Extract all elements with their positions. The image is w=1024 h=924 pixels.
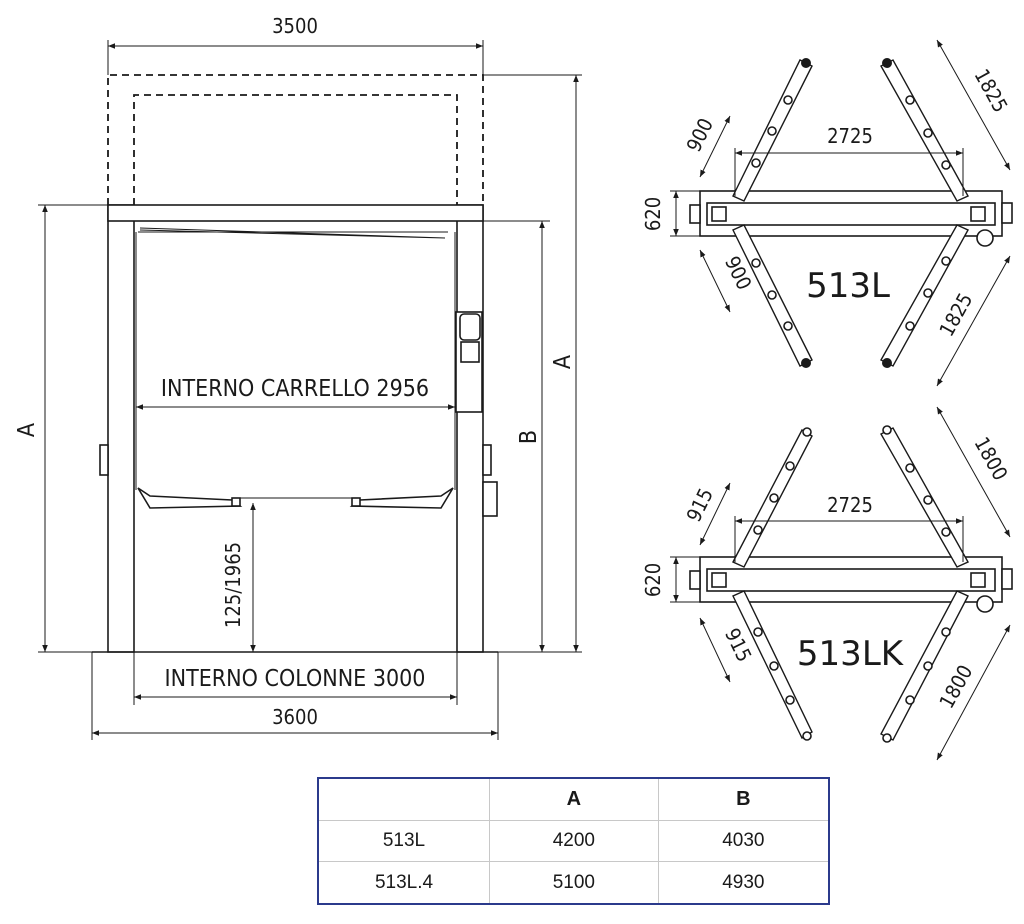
- table-cell-model: 513L: [318, 819, 490, 863]
- table-row: 513L.4 5100 4930: [318, 861, 829, 904]
- arm-short-top-513lk: [732, 427, 813, 568]
- top-view-513lk: 2725 620 915 915 1800 1800 513LK: [641, 406, 1013, 761]
- dim-height-a-left-label: A: [14, 423, 40, 437]
- top-beam: [107, 204, 484, 222]
- dim-width-base-label: 3600: [272, 705, 318, 729]
- dim-pad-height-label: 125/1965: [221, 542, 245, 628]
- carriage-depth-513l-label: 620: [641, 197, 665, 231]
- model-label-513lk: 513LK: [797, 634, 905, 674]
- dashed-extension: [107, 74, 484, 205]
- dim-height-b-label: B: [516, 430, 542, 444]
- arm-short-top-513l-label: 900: [681, 114, 718, 155]
- dim-height-b: B: [483, 220, 550, 652]
- dim-interno-colonne: INTERNO COLONNE 3000: [133, 652, 458, 705]
- arm-long-bottom-513lk-label: 1800: [934, 661, 977, 713]
- spec-table-header-b: B: [657, 778, 829, 821]
- table-row: 513L 4200 4030: [318, 819, 829, 863]
- top-view-513l: 2725 620 900 900 1825 1825 513L: [641, 39, 1013, 387]
- table-cell-b: 4930: [657, 861, 829, 904]
- left-column: [99, 204, 135, 653]
- front-view: 3500 A A B INTERNO CARRELLO 2956: [14, 14, 582, 740]
- table-cell-b: 4030: [657, 819, 829, 863]
- table-cell-a: 5100: [489, 861, 659, 904]
- arm-long-top-513l: [880, 58, 969, 202]
- dim-width-base: 3600: [91, 652, 499, 740]
- arm-short-top-513l: [732, 58, 813, 202]
- model-label-513l: 513L: [806, 266, 890, 306]
- spec-table-header-row: A B: [318, 778, 829, 821]
- right-column: [456, 204, 498, 653]
- span-513l-label: 2725: [827, 124, 873, 148]
- span-513lk-label: 2725: [827, 493, 873, 517]
- dim-interno-carrello: INTERNO CARRELLO 2956: [136, 376, 455, 410]
- spec-table-header-a: A: [489, 778, 659, 821]
- arm-short-bottom-513lk: [732, 590, 813, 741]
- table-cell-a: 4200: [489, 819, 659, 863]
- motor-unit: [455, 311, 483, 413]
- table-cell-model: 513L.4: [318, 861, 490, 904]
- dim-height-a-right-label: A: [550, 355, 576, 369]
- dim-width-top: 3500: [107, 14, 484, 75]
- spec-table-header-model: [318, 778, 490, 821]
- arm-long-top-513lk: [880, 425, 969, 568]
- lift-arms-front: [137, 487, 454, 509]
- arm-short-bottom-513l: [732, 224, 813, 368]
- arm-long-bottom-513l-label: 1825: [934, 289, 977, 341]
- dim-interno-colonne-label: INTERNO COLONNE 3000: [165, 666, 426, 692]
- dim-height-a-right: A: [483, 74, 582, 653]
- dim-pad-height: 125/1965: [221, 503, 256, 652]
- dim-width-top-label: 3500: [272, 14, 318, 38]
- spec-table: A B 513L 4200 4030 513L.4 5100 4930: [317, 777, 830, 905]
- carriage-depth-513lk-label: 620: [641, 563, 665, 597]
- dim-interno-carrello-label: INTERNO CARRELLO 2956: [161, 376, 429, 402]
- dim-height-a-left: A: [14, 204, 108, 653]
